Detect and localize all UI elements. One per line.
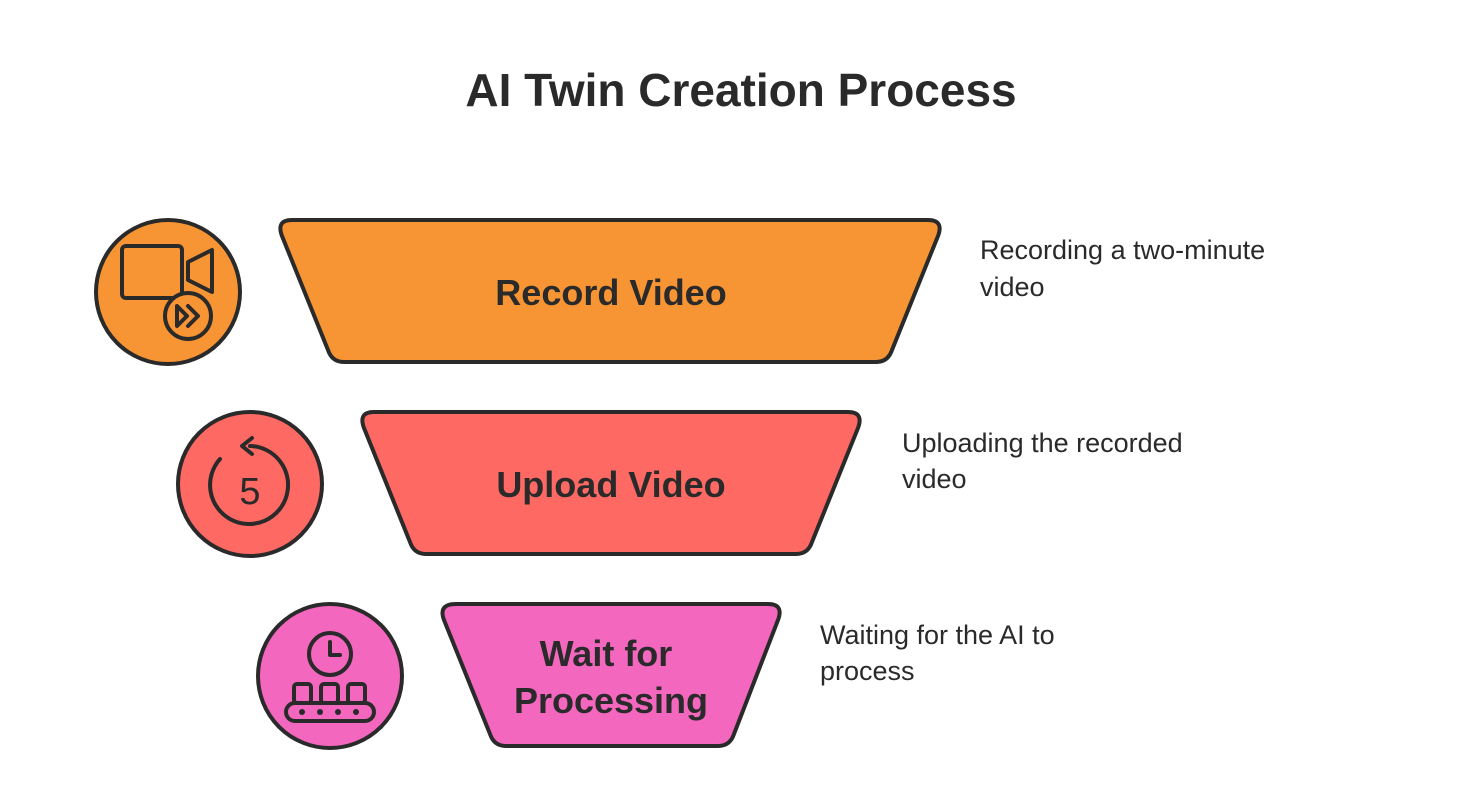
step-label-2: Upload Video [496, 464, 725, 505]
funnel-step-upload-video: Upload Video 5 Uploading the recorded vi… [176, 410, 1190, 558]
step-icon-circle-2 [176, 410, 324, 558]
funnel-segment-3 [440, 602, 782, 748]
clock-conveyor-icon [284, 631, 376, 723]
step-description-2: Uploading the recorded video [902, 428, 1190, 494]
svg-text:5: 5 [239, 471, 260, 513]
funnel-segment-2 [360, 410, 862, 556]
funnel-step-record-video: Record Video Recording a two-minute vide… [94, 218, 1273, 366]
funnel-step-wait-processing: Wait for Processing Waiting for the AI t… [256, 602, 1062, 750]
video-camera-forward-icon [120, 244, 214, 341]
diagram-title: AI Twin Creation Process [465, 64, 1016, 116]
funnel-segment-1 [278, 218, 942, 364]
step-icon-circle-1 [94, 218, 242, 366]
step-description-1: Recording a two-minute video [980, 235, 1273, 302]
countdown-5-icon: 5 [208, 436, 291, 526]
step-label-3: Wait for Processing [514, 633, 708, 721]
step-label-1: Record Video [495, 272, 726, 313]
step-description-3: Waiting for the AI to process [820, 620, 1062, 686]
